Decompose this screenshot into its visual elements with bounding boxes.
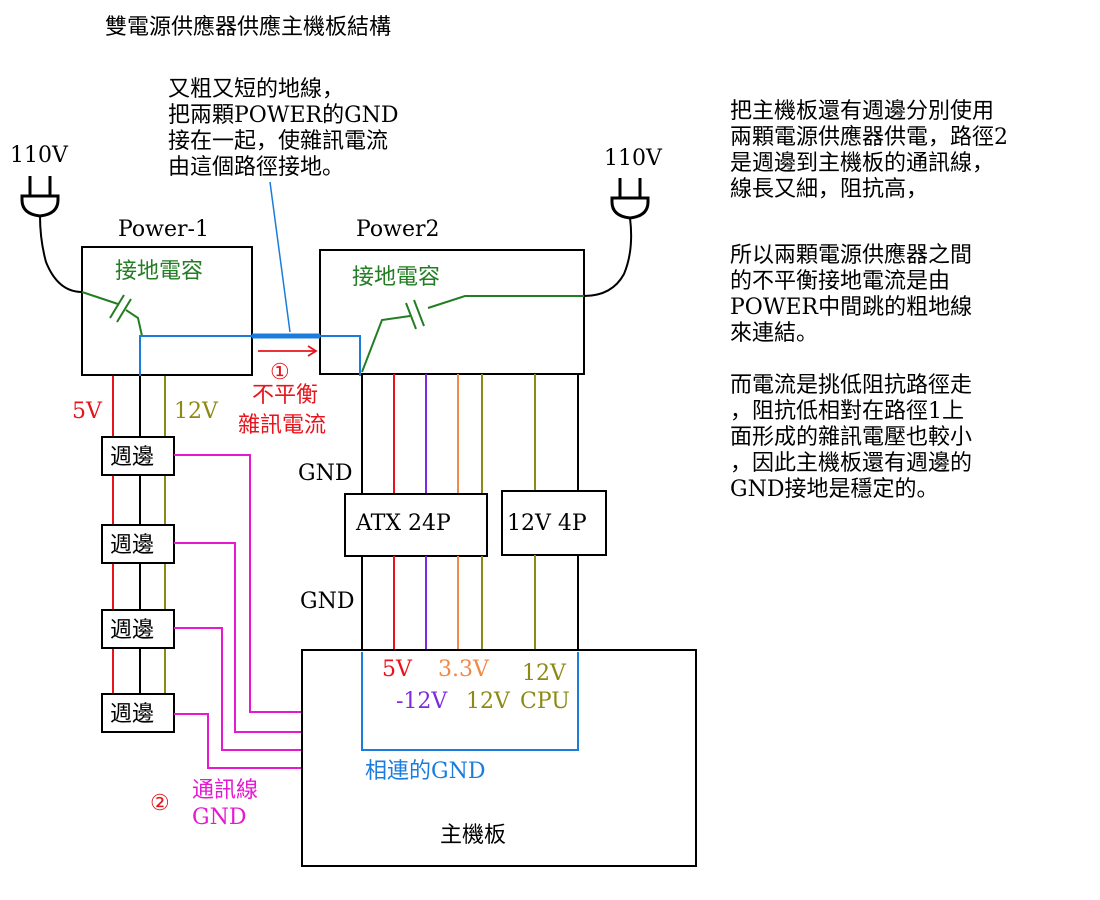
ground-wire-note: 又粗又短的地線， 把兩顆POWER的GND 接在一起，使雜訊電流 由這個路徑接地…: [168, 77, 399, 180]
path2-label: 通訊線: [192, 778, 258, 803]
peripheral-label: 週邊: [110, 445, 154, 470]
gnd-label-upper: GND: [298, 461, 352, 486]
atx-24p-label: ATX 24P: [355, 511, 451, 536]
note-line: 由這個路徑接地。: [168, 155, 344, 180]
explanation-line: 而電流是挑低阻抗路徑走: [730, 373, 972, 398]
explanation-line: ，因此主機板還有週邊的: [730, 451, 972, 476]
explanation-line: 來連結。: [730, 321, 818, 346]
mb-neg12v-label: -12V: [396, 689, 448, 714]
mb-33v-label: 3.3V: [438, 657, 490, 682]
power2-capacitor-label: 接地電容: [352, 265, 440, 290]
power1-5v-label: 5V: [72, 399, 103, 424]
explanation-line: 是週邊到主機板的通訊線，: [730, 151, 994, 176]
power2-atx-rails: [361, 374, 483, 494]
cpu-4p-label: 12V 4P: [507, 511, 587, 536]
explanation-line: 線長又細，阻抗高，: [730, 177, 928, 202]
peripheral-label: 週邊: [110, 533, 154, 558]
explanation-line: POWER中間跳的粗地線: [730, 295, 972, 320]
note-pointer-line: [269, 181, 291, 333]
power2-label: Power2: [356, 217, 440, 242]
gnd-label-lower: GND: [300, 589, 354, 614]
peripheral-box: 週邊: [101, 524, 175, 564]
peripheral-label: 週邊: [110, 702, 154, 727]
note-line: 又粗又短的地線，: [168, 77, 344, 102]
power1-box: [81, 246, 253, 376]
path1-label: 不平衡: [252, 383, 318, 408]
peripheral-box: 週邊: [101, 436, 175, 476]
explanation-line: 所以兩顆電源供應器之間: [730, 242, 972, 268]
power2-cpu-rails: [534, 374, 579, 491]
path1-arrow-icon: [258, 345, 318, 357]
path1-marker: ①: [270, 360, 290, 385]
path2-label: GND: [192, 805, 246, 830]
path2-marker: ②: [150, 791, 170, 816]
motherboard-box: [301, 649, 697, 867]
mb-shared-gnd-label: 相連的GND: [365, 759, 485, 784]
note-line: 把兩顆POWER的GND: [168, 103, 399, 128]
mb-5v-label: 5V: [382, 657, 413, 682]
explanation-line: 把主機板還有週邊分別使用: [730, 99, 994, 124]
explanation-line: 兩顆電源供應器供電，路徑2: [730, 124, 1008, 150]
communication-lines: [174, 454, 302, 769]
power1-ground-capacitor: [81, 291, 143, 337]
motherboard-shared-gnd: [361, 652, 579, 751]
power1-label: Power-1: [118, 217, 209, 242]
power1-input-label: 110V: [10, 143, 69, 168]
mb-12v-2-label: 12V: [466, 689, 511, 714]
explanation-line: 面形成的雜訊電壓也較小: [730, 425, 972, 450]
power2-ground-capacitor: [361, 295, 584, 373]
power1-internal-gnd: [139, 335, 252, 376]
diagram-title: 雙電源供應器供應主機板結構: [105, 14, 391, 40]
power2-internal-gnd: [320, 335, 361, 376]
power2-input-label: 110V: [604, 146, 663, 171]
note-line: 接在一起，使雜訊電流: [168, 129, 388, 154]
power1-capacitor-label: 接地電容: [115, 259, 203, 284]
peripheral-label: 週邊: [110, 618, 154, 643]
atx-24p-connector: ATX 24P: [344, 493, 488, 557]
cpu-4p-connector: 12V 4P: [501, 490, 607, 556]
ac-plug-left-icon: [20, 176, 83, 293]
mb-12v-label: 12V: [522, 661, 567, 686]
connector-to-board-rails: [361, 555, 579, 650]
peripheral-box: 週邊: [101, 609, 175, 649]
explanation-line: ，阻抗低相對在路徑1上: [730, 399, 964, 424]
power2-box: [319, 249, 585, 375]
explanation-line: 的不平衡接地電流是由: [730, 269, 950, 294]
motherboard-label: 主機板: [440, 823, 506, 848]
explanation-text: 把主機板還有週邊分別使用 兩顆電源供應器供電，路徑2 是週邊到主機板的通訊線， …: [730, 99, 1008, 502]
mb-cpu-label: CPU: [520, 689, 570, 714]
power1-12v-label: 12V: [174, 399, 219, 424]
ac-plug-right-icon: [583, 178, 650, 297]
explanation-line: GND接地是穩定的。: [730, 477, 938, 502]
path1-label: 雜訊電流: [238, 413, 326, 438]
peripheral-box: 週邊: [101, 693, 175, 733]
